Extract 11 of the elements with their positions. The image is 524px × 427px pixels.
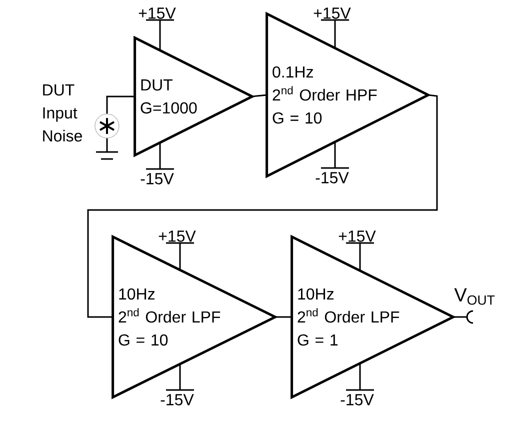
- wire: [453, 316, 467, 318]
- wire: [87, 94, 438, 318]
- source-label: DUT Input Noise: [43, 84, 82, 142]
- noise-source: [94, 114, 120, 138]
- output-label: V$_{OUT}$: [454, 288, 495, 305]
- wire: [275, 316, 292, 318]
- wire: [106, 96, 135, 114]
- voltage-label: +15V: [138, 8, 176, 19]
- output-terminal: [466, 310, 474, 324]
- voltage-label: -15V: [140, 173, 174, 184]
- wire: [252, 94, 267, 98]
